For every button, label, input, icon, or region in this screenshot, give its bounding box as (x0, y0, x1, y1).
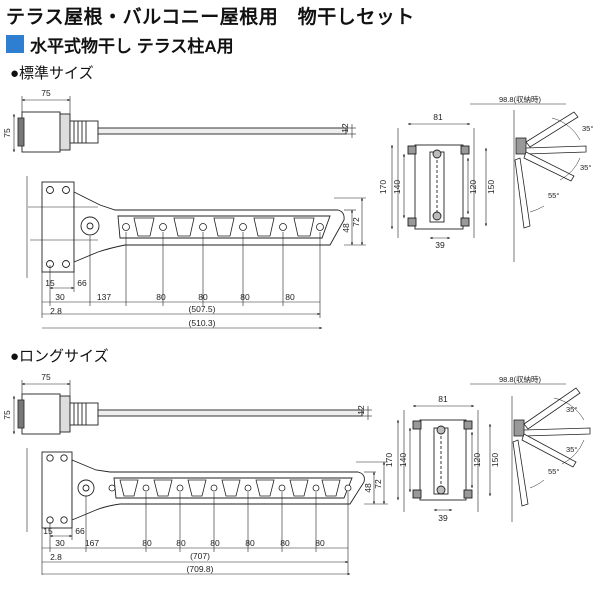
std-dim-arm-48: 48 (341, 223, 351, 233)
long-dim-stow: 98.8(収納時) (499, 374, 542, 384)
long-dim-80d: 80 (245, 538, 255, 548)
subtitle-marker (6, 35, 24, 53)
std-dim-total1: (507.5) (189, 304, 216, 314)
long-dim-plate-81: 81 (438, 394, 448, 404)
std-dim-plate-140: 140 (392, 180, 402, 194)
long-dim-plate-120: 120 (472, 453, 482, 467)
long-angle-35a: 35° (566, 405, 577, 414)
std-dim-66: 66 (77, 278, 87, 288)
long-dim-first: 167 (85, 538, 99, 548)
std-angle-view (470, 103, 587, 262)
long-dim-15: 15 (43, 526, 53, 536)
std-dim-28: 2.8 (50, 306, 62, 316)
long-front-view (403, 410, 479, 512)
long-dim-80f: 80 (315, 538, 325, 548)
std-dim-bracket-h: 75 (2, 128, 12, 138)
std-dim-bracket-w: 75 (41, 88, 51, 98)
std-dim-plate-120: 120 (468, 180, 478, 194)
long-top-view (17, 393, 363, 435)
long-dim-arm-72: 72 (373, 479, 383, 489)
long-dim-80a: 80 (142, 538, 152, 548)
long-dim-total1: (707) (190, 551, 210, 561)
std-dim-80d: 80 (285, 292, 295, 302)
long-angle-35b: 35° (566, 445, 577, 454)
section-label-long: ●ロングサイズ (10, 348, 109, 365)
std-dim-total2: (510.3) (189, 318, 216, 328)
long-angle-55: 55° (548, 467, 559, 476)
long-dim-arm-48: 48 (363, 483, 373, 493)
std-top-dims (12, 96, 356, 153)
long-dim-28: 2.8 (50, 552, 62, 562)
std-dim-rod: 12 (340, 123, 350, 133)
std-hanger-slots (122, 217, 324, 237)
std-dim-plate-39: 39 (435, 240, 445, 250)
std-dim-arm-72: 72 (351, 217, 361, 227)
long-angle-view (470, 383, 591, 522)
subtitle-text: 水平式物干し テラス柱A用 (30, 36, 234, 56)
std-dim-plate-170: 170 (378, 180, 388, 194)
std-angle-35b: 35° (580, 163, 591, 172)
long-dim-bracket-h: 75 (2, 410, 12, 420)
long-dim-plate-39: 39 (438, 513, 448, 523)
std-dim-80c: 80 (240, 292, 250, 302)
standard-size-drawing: 75 75 12 (2, 88, 593, 330)
section-label-standard: ●標準サイズ (10, 65, 94, 82)
long-side-dims (41, 461, 388, 576)
long-dim-80b: 80 (176, 538, 186, 548)
long-dim-80e: 80 (280, 538, 290, 548)
std-dim-80a: 80 (156, 292, 166, 302)
std-dim-plate-81: 81 (433, 112, 443, 122)
long-dim-80c: 80 (210, 538, 220, 548)
std-dim-first: 137 (97, 292, 111, 302)
long-dim-66: 66 (75, 526, 85, 536)
std-dim-stow: 98.8(収納時) (499, 94, 542, 104)
long-size-drawing: 75 75 12 (2, 372, 591, 576)
std-angle-55: 55° (548, 191, 559, 200)
long-dim-total2: (709.8) (187, 564, 214, 574)
std-side-dims (41, 197, 366, 330)
long-front-dims (396, 404, 492, 512)
long-side-view (26, 448, 365, 532)
long-hanger-slots (108, 479, 352, 497)
long-top-dims (12, 380, 372, 435)
std-dim-plate-150: 150 (486, 180, 496, 194)
std-dim-80b: 80 (198, 292, 208, 302)
long-dim-plate-170: 170 (384, 453, 394, 467)
std-front-view (397, 128, 475, 238)
long-dim-plate-150: 150 (490, 453, 500, 467)
subtitle-row: 水平式物干し テラス柱A用 (6, 33, 234, 56)
long-dim-rod: 12 (356, 405, 366, 415)
std-side-view (26, 176, 345, 278)
std-top-view (17, 111, 347, 153)
long-dim-bracket-w: 75 (41, 372, 51, 382)
std-dim-30: 30 (55, 292, 65, 302)
std-dim-15: 15 (45, 278, 55, 288)
long-dim-plate-140: 140 (398, 453, 408, 467)
long-dim-30: 30 (55, 538, 65, 548)
page-title: テラス屋根・バルコニー屋根用 物干しセット (6, 7, 415, 28)
std-front-dims (390, 122, 488, 240)
std-angle-35a: 35° (582, 124, 593, 133)
